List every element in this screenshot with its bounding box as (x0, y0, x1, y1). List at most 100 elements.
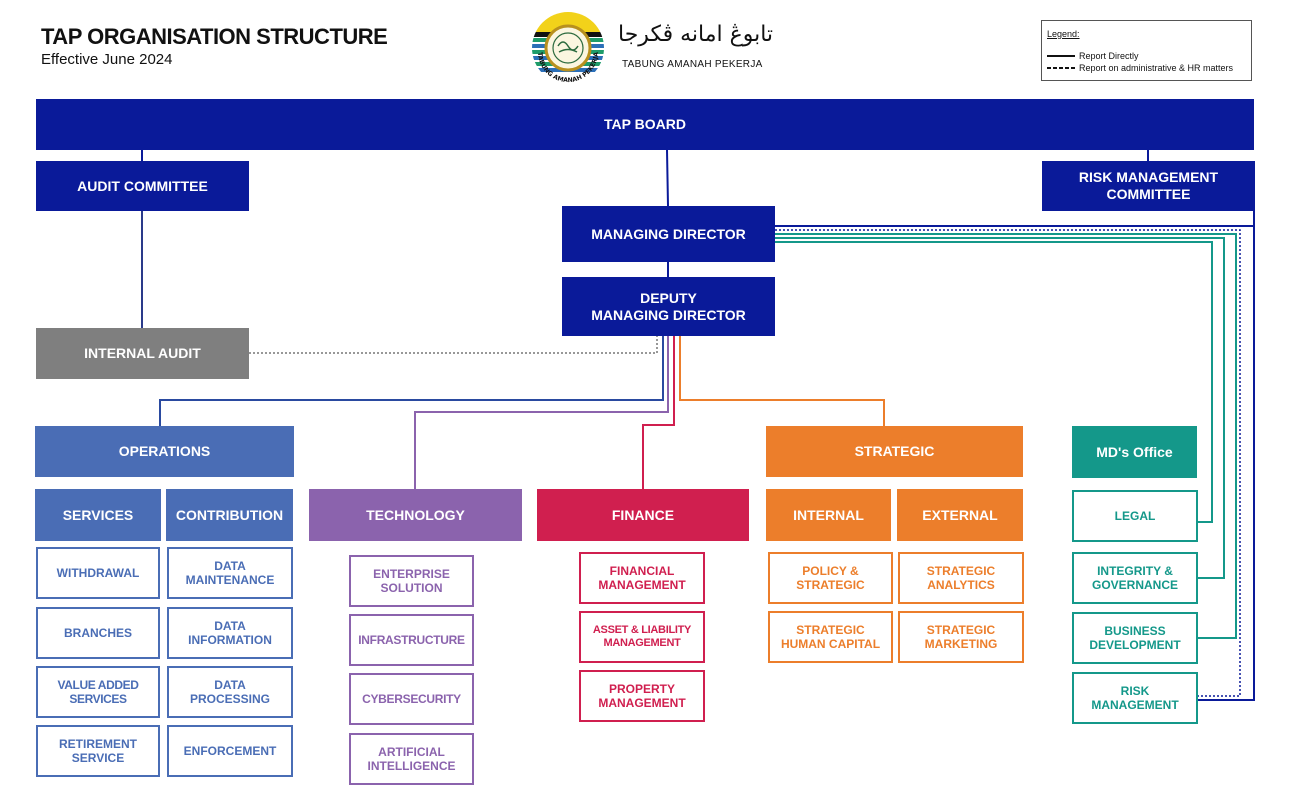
item-label: CYBERSECURITY (362, 691, 461, 706)
internal-audit: INTERNAL AUDIT (36, 328, 249, 379)
logo-arabic-text: تابوڠ امانه ڤکرجا (618, 22, 774, 47)
operations-header: OPERATIONS (35, 426, 294, 477)
contribution-item-processing: DATA PROCESSING (167, 666, 293, 718)
internal-item-policy: POLICY & STRATEGIC (768, 552, 893, 604)
legend-dashed-row: Report on administrative & HR matters (1047, 63, 1233, 73)
technology-item-ai: ARTIFICIAL INTELLIGENCE (349, 733, 474, 785)
deputy-managing-director: DEPUTY MANAGING DIRECTOR (562, 277, 775, 336)
item-label: LEGAL (1114, 508, 1156, 523)
risk-committee-to-risk-line (1198, 211, 1255, 701)
md-office-label: MD's Office (1096, 443, 1173, 460)
deputy-to-strategic-line (679, 336, 885, 426)
logo-name: TABUNG AMANAH PEKERJA (622, 59, 763, 70)
item-label: BRANCHES (63, 625, 132, 640)
services-item-withdrawal: WITHDRAWAL (36, 547, 160, 599)
md-to-risk-dotted-line (775, 229, 1241, 697)
item-label: INTEGRITY & GOVERNANCE (1091, 563, 1178, 592)
audit-committee: AUDIT COMMITTEE (36, 161, 249, 211)
tap-board: TAP BOARD (36, 99, 1254, 150)
contribution-item-enforcement: ENFORCEMENT (167, 725, 293, 777)
contribution-item-information: DATA INFORMATION (167, 607, 293, 659)
legend: Legend: Report Directly Report on admini… (1041, 20, 1252, 81)
board-to-md-line (666, 149, 669, 207)
technology-item-cybersecurity: CYBERSECURITY (349, 673, 474, 725)
page-title: TAP ORGANISATION STRUCTURE (41, 24, 388, 49)
technology-item-infrastructure: INFRASTRUCTURE (349, 614, 474, 666)
internal-header: INTERNAL (766, 489, 891, 541)
legend-solid-row: Report Directly (1047, 51, 1139, 61)
item-label: STRATEGIC HUMAN CAPITAL (780, 622, 881, 651)
contribution-header: CONTRIBUTION (166, 489, 293, 541)
finance-item-property: PROPERTY MANAGEMENT (579, 670, 705, 722)
internal-audit-label: INTERNAL AUDIT (84, 345, 201, 362)
contribution-label: CONTRIBUTION (175, 506, 284, 523)
item-label: DATA MAINTENANCE (185, 558, 275, 587)
services-item-retirement: RETIREMENT SERVICE (36, 725, 160, 777)
md-to-legal-line (775, 241, 1213, 523)
item-label: WITHDRAWAL (56, 565, 140, 580)
services-label: SERVICES (62, 506, 134, 523)
legend-dashed-label: Report on administrative & HR matters (1079, 63, 1234, 73)
managing-director: MANAGING DIRECTOR (562, 206, 775, 262)
risk-management-committee: RISK MANAGEMENT COMMITTEE (1042, 161, 1255, 211)
item-label: INFRASTRUCTURE (358, 632, 465, 647)
internal-item-human-capital: STRATEGIC HUMAN CAPITAL (768, 611, 893, 663)
legend-solid-label: Report Directly (1079, 51, 1139, 61)
md-office-item-risk: RISK MANAGEMENT (1072, 672, 1198, 724)
contribution-item-maintenance: DATA MAINTENANCE (167, 547, 293, 599)
item-label: ENTERPRISE SOLUTION (373, 566, 450, 595)
finance-label: FINANCE (611, 506, 675, 523)
managing-director-label: MANAGING DIRECTOR (591, 225, 746, 242)
external-item-marketing: STRATEGIC MARKETING (898, 611, 1024, 663)
item-label: STRATEGIC ANALYTICS (926, 563, 996, 592)
item-label: POLICY & STRATEGIC (796, 563, 865, 592)
dashed-line-icon (1047, 67, 1075, 69)
tap-board-label: TAP BOARD (604, 116, 686, 133)
services-item-value-added: VALUE ADDED SERVICES (36, 666, 160, 718)
strategic-header: STRATEGIC (766, 426, 1023, 477)
page-subtitle: Effective June 2024 (41, 51, 173, 68)
finance-header: FINANCE (537, 489, 749, 541)
deputy-md-label: DEPUTY MANAGING DIRECTOR (591, 289, 746, 323)
internal-audit-dotted-line (249, 336, 658, 354)
internal-label: INTERNAL (793, 506, 864, 523)
item-label: FINANCIAL MANAGEMENT (598, 563, 686, 592)
item-label: ENFORCEMENT (183, 743, 277, 758)
item-label: DATA PROCESSING (189, 677, 270, 706)
audit-committee-label: AUDIT COMMITTEE (77, 177, 208, 194)
technology-label: TECHNOLOGY (366, 506, 465, 523)
md-office-item-legal: LEGAL (1072, 490, 1198, 542)
item-label: VALUE ADDED SERVICES (57, 677, 139, 706)
md-office-item-business: BUSINESS DEVELOPMENT (1072, 612, 1198, 664)
item-label: RETIREMENT SERVICE (59, 736, 137, 765)
deputy-to-technology-line (414, 336, 669, 489)
external-item-analytics: STRATEGIC ANALYTICS (898, 552, 1024, 604)
md-to-integrity-line (775, 237, 1225, 579)
solid-line-icon (1047, 55, 1075, 57)
finance-item-financial: FINANCIAL MANAGEMENT (579, 552, 705, 604)
external-label: EXTERNAL (922, 506, 998, 523)
strategic-label: STRATEGIC (854, 443, 935, 460)
item-label: ASSET & LIABILITY MANAGEMENT (592, 623, 692, 649)
deputy-to-finance-line (642, 336, 675, 489)
external-header: EXTERNAL (897, 489, 1023, 541)
item-label: DATA INFORMATION (188, 618, 272, 647)
technology-header: TECHNOLOGY (309, 489, 522, 541)
deputy-to-operations-line (159, 336, 664, 426)
services-item-branches: BRANCHES (36, 607, 160, 659)
tap-logo: TABUNG AMANAH PEKERJA (528, 8, 608, 90)
item-label: RISK MANAGEMENT (1091, 683, 1179, 712)
md-office-item-integrity: INTEGRITY & GOVERNANCE (1072, 552, 1198, 604)
md-office-header: MD's Office (1072, 426, 1197, 478)
md-to-business-line (775, 233, 1237, 639)
item-label: ARTIFICIAL INTELLIGENCE (367, 744, 456, 773)
item-label: PROPERTY MANAGEMENT (598, 681, 686, 710)
operations-label: OPERATIONS (118, 443, 211, 460)
risk-committee-label: RISK MANAGEMENT COMMITTEE (1078, 169, 1219, 202)
services-header: SERVICES (35, 489, 161, 541)
legend-title: Legend: (1047, 29, 1080, 39)
item-label: BUSINESS DEVELOPMENT (1089, 623, 1181, 652)
item-label: STRATEGIC MARKETING (924, 622, 998, 651)
technology-item-enterprise: ENTERPRISE SOLUTION (349, 555, 474, 607)
